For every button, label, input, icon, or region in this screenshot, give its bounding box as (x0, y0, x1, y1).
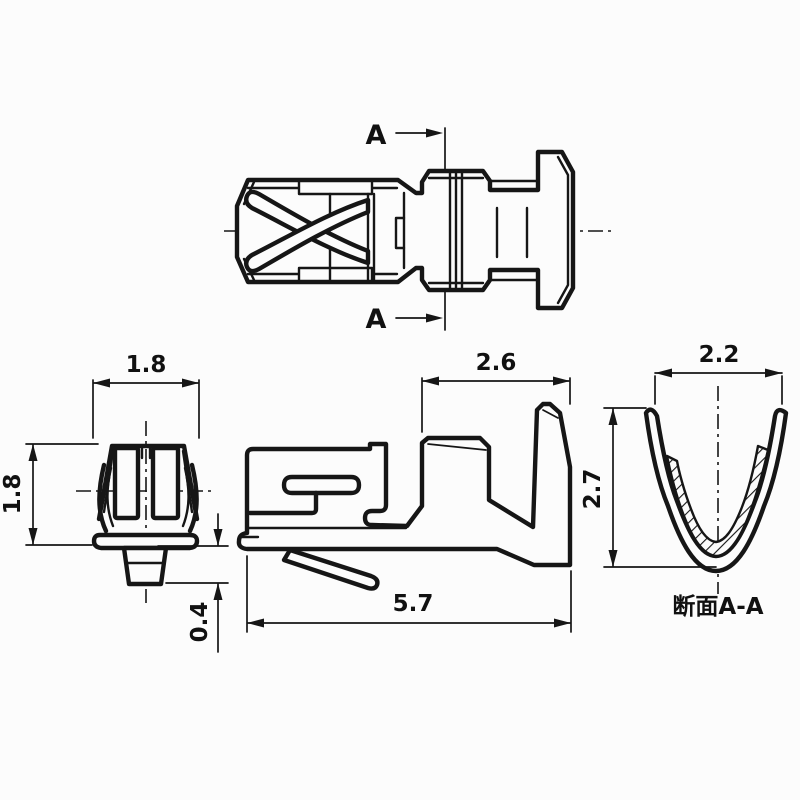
front-view-right-panel (150, 445, 181, 521)
section-arrow-top (426, 128, 443, 138)
section-arrow-bottom (426, 313, 443, 323)
front-view-right-arm (187, 462, 199, 534)
dimension-section-width: 2.2 (654, 342, 783, 405)
side-view-lance (281, 547, 380, 591)
dimension-side-barrel: 2.6 (421, 350, 571, 433)
dimension-front-height: 1.8 (0, 443, 99, 546)
section-hatched-strip (665, 444, 770, 558)
dimension-section-depth: 2.7 (580, 407, 717, 568)
dimension-front-tab: 0.4 (157, 513, 229, 653)
top-view: A A (224, 120, 612, 335)
front-view-left-panel (112, 445, 141, 521)
section-marker-top: A (366, 120, 443, 151)
dim-front-height-label: 1.8 (0, 474, 26, 515)
section-marker-bottom: A (366, 304, 443, 335)
section-view: 2.2 2.7 断面A-A (580, 342, 789, 620)
side-view: 2.6 5.7 (236, 350, 573, 633)
front-view-band (91, 532, 200, 551)
dimension-side-length: 5.7 (246, 555, 572, 633)
wire-barrel-lines (427, 169, 485, 292)
front-view-tab (121, 545, 169, 587)
front-view-walls (96, 443, 200, 522)
front-view-left-arm (97, 462, 109, 534)
dim-side-barrel-label: 2.6 (476, 350, 517, 376)
dim-side-length-label: 5.7 (393, 591, 434, 617)
section-label-a-top: A (366, 120, 387, 151)
dimension-front-width: 1.8 (92, 352, 200, 439)
section-caption: 断面A-A (672, 593, 763, 620)
side-view-outline (236, 401, 573, 568)
dim-section-width-label: 2.2 (699, 342, 740, 368)
side-view-spring-arm (247, 490, 319, 516)
neck-lines (490, 179, 540, 282)
front-view: 1.8 1.8 0.4 (0, 352, 229, 653)
dim-front-tab-label: 0.4 (187, 602, 213, 643)
dim-front-width-label: 1.8 (126, 352, 167, 378)
transition-tab (394, 216, 406, 250)
dim-section-depth-label: 2.7 (580, 469, 606, 510)
insulation-wing-lines (556, 155, 570, 305)
side-view-spring-bar (281, 474, 362, 496)
section-label-a-bottom: A (366, 304, 387, 335)
spring-contact-x (243, 189, 371, 274)
